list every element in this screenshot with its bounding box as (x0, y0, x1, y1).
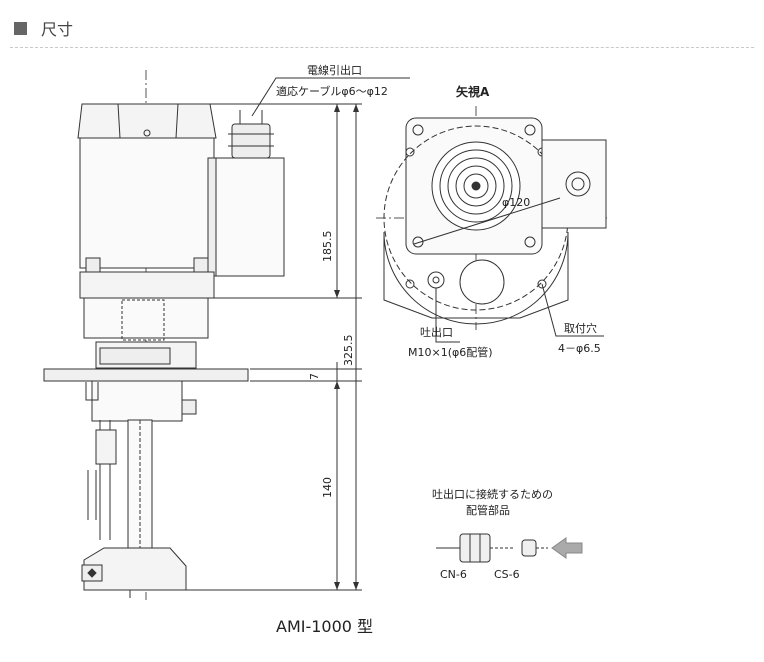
cable-gland (231, 123, 271, 159)
discharge-pipe (87, 420, 111, 540)
cs6-part (521, 539, 537, 557)
pcd-label: φ120 (502, 196, 530, 209)
dim-upper: 185.5 (321, 231, 334, 263)
dimension-lines (186, 77, 410, 591)
dimension-arrows (334, 104, 359, 590)
model-label: AMI-1000 型 (276, 617, 373, 636)
parts-title-line1: 吐出口に接続するための (432, 487, 553, 501)
discharge-label: 吐出口 (420, 325, 453, 339)
flow-arrow-icon (551, 537, 583, 559)
pump-casing (83, 547, 187, 591)
terminal-box (215, 157, 285, 277)
view-a-terminal-box (541, 139, 607, 229)
section-marker-icon (14, 21, 27, 35)
dim-total: 325.5 (342, 335, 355, 367)
dim-flange: 7 (308, 373, 321, 380)
part-cs-label: CS-6 (494, 568, 520, 581)
section-header: 尺寸 (14, 14, 73, 42)
dim-lower: 140 (321, 477, 334, 498)
coupling (99, 347, 171, 365)
motor-body (79, 137, 215, 269)
header-divider (10, 47, 754, 48)
discharge-port (427, 271, 445, 289)
cn6-part (459, 533, 491, 563)
view-a (376, 106, 610, 343)
discharge-spec-label: M10×1(φ6配管) (408, 345, 493, 359)
side-view (43, 70, 285, 600)
view-a-label: 矢視A (456, 84, 490, 99)
cable-outlet-label: 電線引出口 (307, 63, 362, 77)
mount-hole-spec-label: 4－φ6.5 (558, 342, 601, 355)
motor-fan-cover (77, 103, 217, 139)
section-title: 尺寸 (41, 20, 74, 39)
parts-title-line2: 配管部品 (466, 503, 510, 517)
part-cn-label: CN-6 (440, 568, 467, 581)
mount-hole-label: 取付穴 (564, 321, 597, 335)
cable-spec-label: 適応ケーブルφ6～φ12 (276, 84, 388, 98)
piping-parts (436, 533, 548, 563)
mounting-plate (43, 368, 249, 382)
